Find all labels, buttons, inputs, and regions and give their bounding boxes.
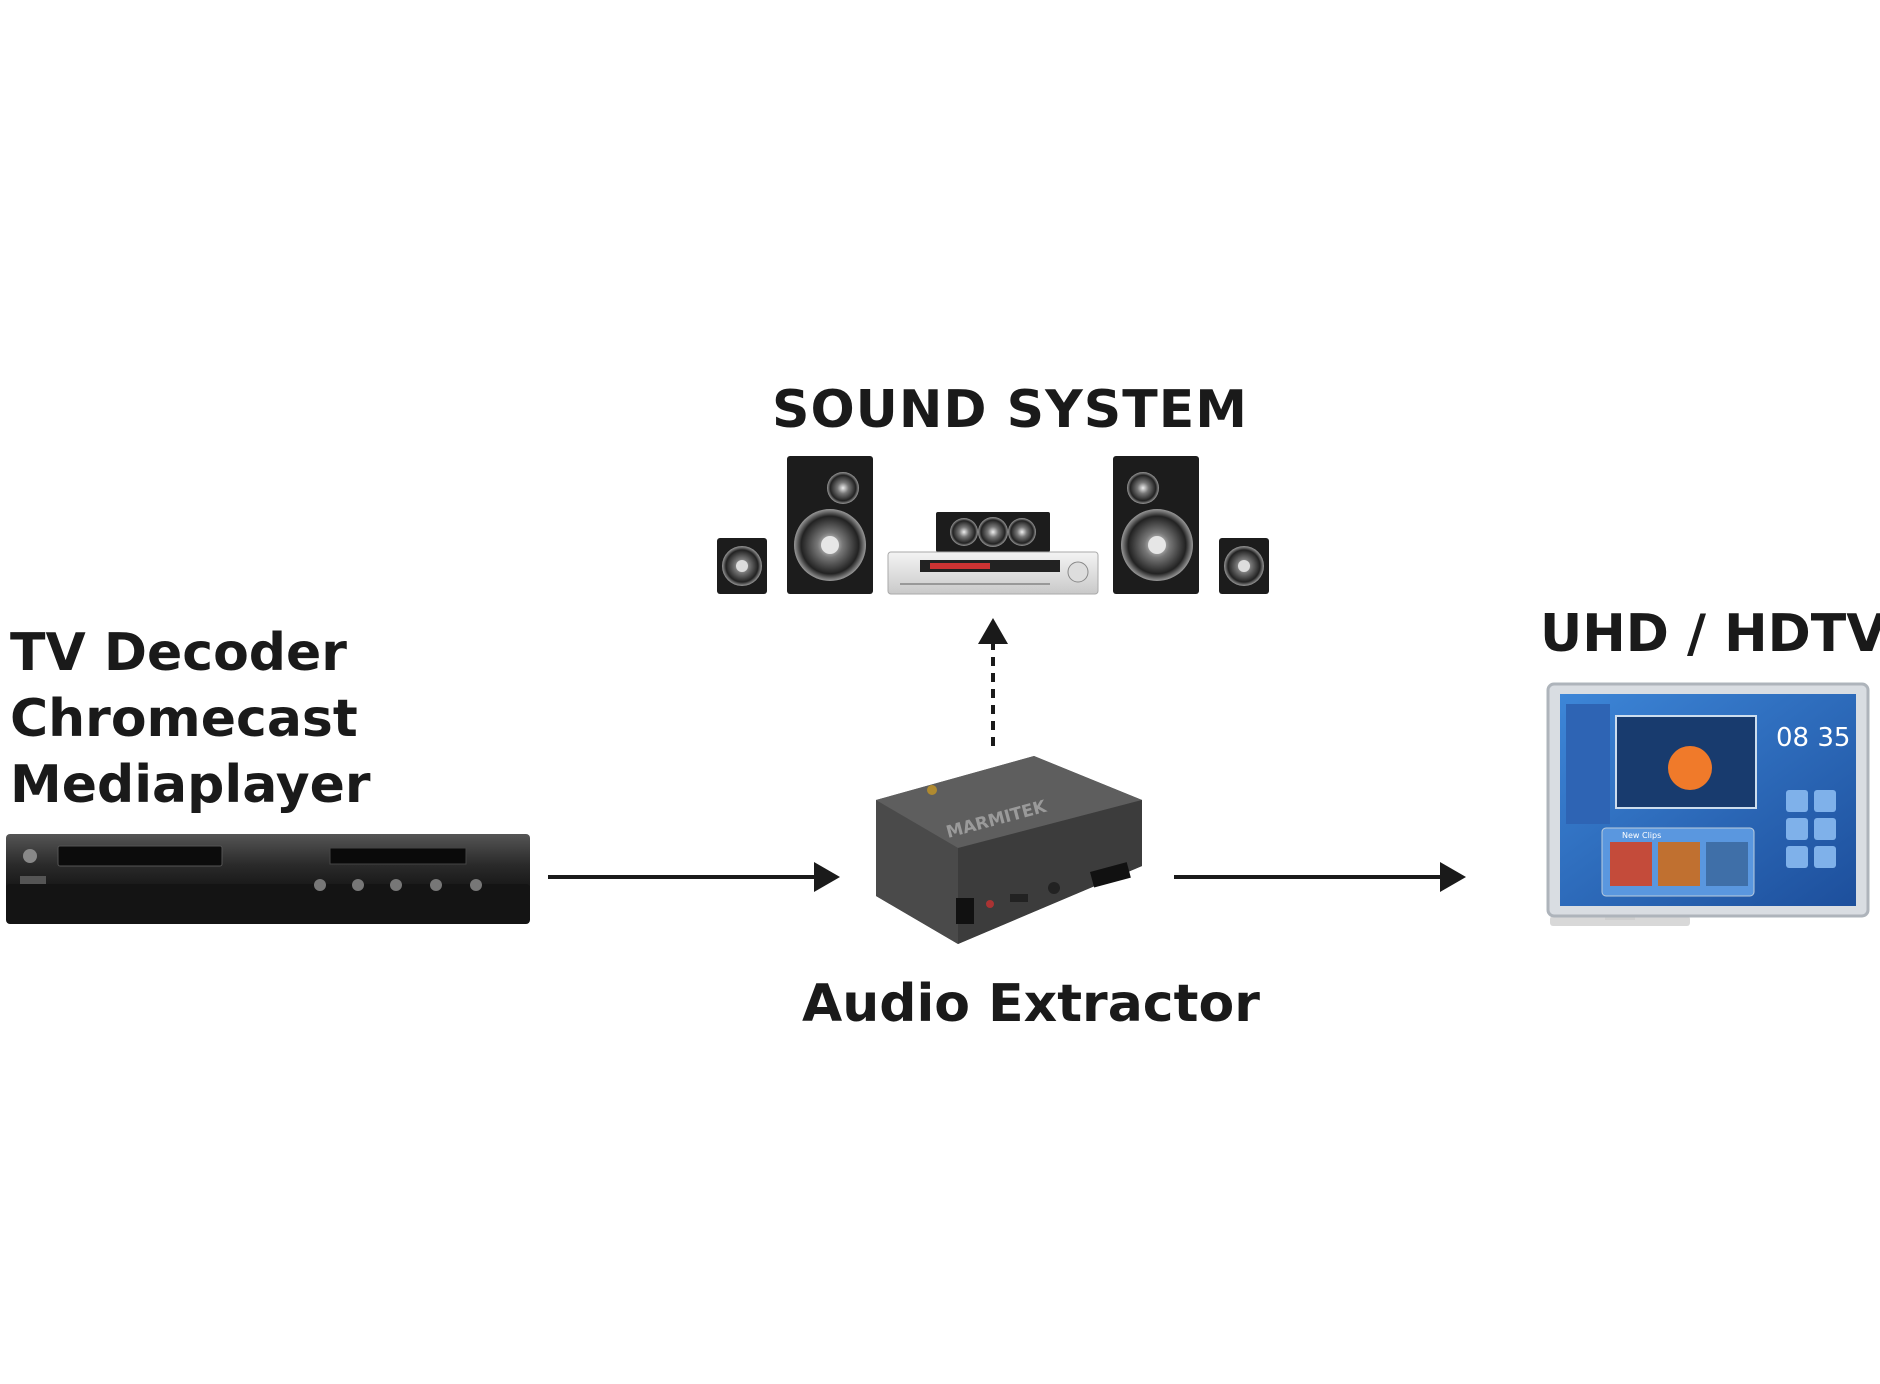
source-devices-label: TV Decoder Chromecast Mediaplayer: [10, 620, 371, 818]
tall-speaker-right-icon: [1113, 456, 1199, 594]
center-speaker-icon: [936, 512, 1050, 552]
audio-extractor-label: Audio Extractor: [802, 974, 1260, 1034]
sound-system-illustration: [717, 456, 1269, 595]
sound-system-label: SOUND SYSTEM: [772, 380, 1248, 440]
audio-extractor-illustration: MARMITEK: [876, 756, 1142, 944]
arrow-extractor-to-display: [1174, 862, 1466, 892]
tv-clips-title: New Clips: [1622, 831, 1661, 840]
small-speaker-left-icon: [717, 538, 767, 594]
small-speaker-right-icon: [1219, 538, 1269, 594]
display-label: UHD / HDTV: [1540, 604, 1880, 664]
av-receiver-icon: [887, 551, 1099, 595]
arrow-extractor-to-sound-dotted: [978, 618, 1008, 746]
arrow-source-to-extractor: [548, 862, 840, 892]
tall-speaker-left-icon: [787, 456, 873, 594]
source-line-decoder: TV Decoder: [10, 623, 347, 683]
tv-clock: 08 35: [1776, 723, 1850, 753]
source-line-chromecast: Chromecast: [10, 689, 358, 749]
source-line-mediaplayer: Mediaplayer: [10, 755, 371, 815]
source-player-illustration: [6, 834, 530, 924]
uhd-tv-illustration: New Clips 08 35: [1546, 682, 1870, 926]
